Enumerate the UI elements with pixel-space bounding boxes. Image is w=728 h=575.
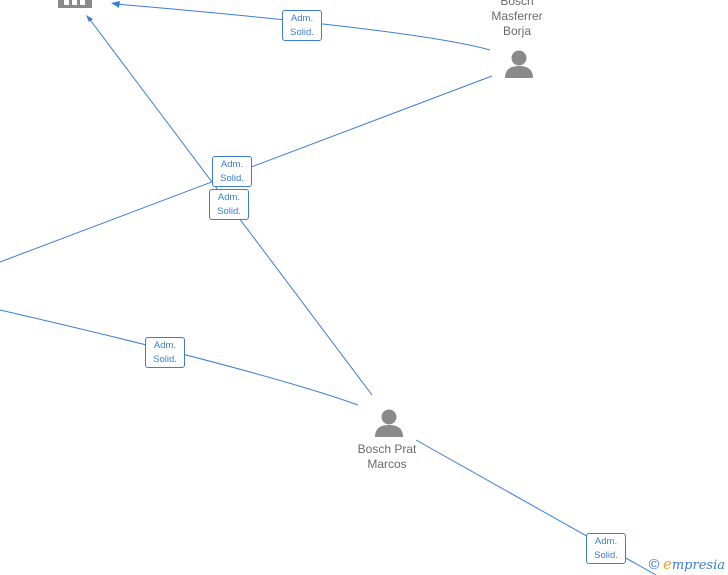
relation-badge[interactable]: Adm. Solid. — [145, 337, 185, 368]
badge-role: Adm. — [594, 536, 618, 547]
brand-name: mpresia — [671, 558, 725, 573]
badge-type: Solid. — [220, 173, 244, 184]
badge-role: Adm. — [153, 340, 177, 351]
badge-role: Adm. — [290, 13, 314, 24]
badge-type: Solid. — [153, 354, 177, 365]
badge-role: Adm. — [220, 159, 244, 170]
name-line: Borja — [502, 24, 531, 38]
person-icon[interactable] — [375, 409, 403, 438]
relation-badge[interactable]: Adm. Solid. — [282, 10, 322, 41]
brand-watermark[interactable]: ©empresia — [647, 555, 725, 573]
edge-left-to-marcos — [0, 309, 359, 406]
relation-badge[interactable]: Adm. Solid. — [212, 156, 252, 187]
edge-borja-to-company — [114, 3, 491, 51]
arrowhead-company-right — [111, 1, 120, 8]
name-line: Bosch — [500, 0, 534, 8]
badge-type: Solid. — [594, 550, 618, 561]
badge-type: Solid. — [217, 206, 241, 217]
relation-badge[interactable]: Adm. Solid. — [209, 189, 249, 220]
person-name-label[interactable]: Bosch Prat Marcos — [342, 442, 432, 472]
relation-badge[interactable]: Adm. Solid. — [586, 533, 626, 564]
name-line: Bosch Prat — [357, 442, 417, 456]
person-icon[interactable] — [505, 50, 533, 79]
name-line: Masferrer — [491, 9, 543, 23]
brand-initial: e — [662, 555, 672, 573]
person-name-label[interactable]: Bosch Masferrer Borja — [472, 0, 562, 39]
arrowhead-company-left — [86, 15, 93, 22]
badge-role: Adm. — [217, 192, 241, 203]
name-line: Marcos — [367, 457, 407, 471]
copyright-icon: © — [646, 557, 661, 573]
building-icon[interactable] — [58, 0, 92, 8]
badge-type: Solid. — [290, 27, 314, 38]
